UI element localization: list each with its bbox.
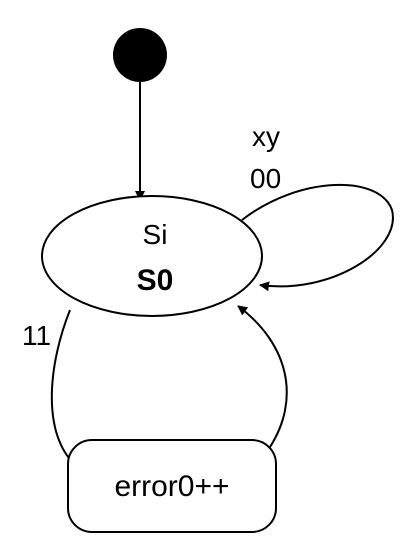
self-loop-condition-label: 00 bbox=[250, 163, 281, 194]
state-value-label: S0 bbox=[137, 264, 174, 297]
state-ellipse bbox=[41, 195, 263, 317]
self-loop-header-label: xy bbox=[252, 121, 280, 152]
transition-11-line bbox=[50, 309, 76, 466]
action-label: error0++ bbox=[114, 470, 229, 503]
initial-state-dot bbox=[113, 28, 167, 82]
return-transition-arrow bbox=[237, 305, 288, 448]
self-loop-arrow bbox=[241, 184, 394, 292]
state-name-label: Si bbox=[143, 219, 168, 250]
transition-11-label: 11 bbox=[22, 320, 51, 351]
action-box bbox=[67, 439, 277, 533]
